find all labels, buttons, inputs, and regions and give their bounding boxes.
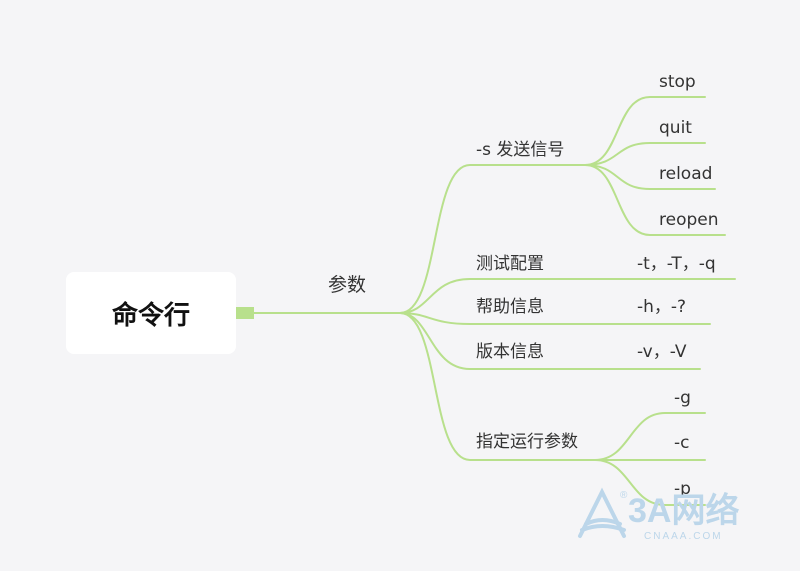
watermark-mark: ® — [620, 490, 628, 501]
connector-quit — [584, 142, 706, 166]
leaf-g[interactable]: -g — [674, 388, 691, 408]
root-joint — [236, 307, 254, 319]
branch-version-info[interactable]: 版本信息 — [476, 342, 544, 362]
leaf-reopen[interactable]: reopen — [659, 210, 719, 230]
connector-stop — [584, 96, 706, 166]
connector-g — [594, 412, 706, 461]
connector-signal — [399, 164, 586, 314]
branch-test-config[interactable]: 测试配置 — [476, 254, 544, 274]
connector-reopen — [584, 164, 726, 236]
watermark-logo: 3A网络 CNAAA.COM ® — [578, 487, 739, 542]
watermark-brand: 3A网络 — [628, 491, 739, 530]
leaf-stop[interactable]: stop — [659, 72, 696, 92]
branch-runtime-params[interactable]: 指定运行参数 — [476, 432, 578, 452]
connector-reload — [584, 164, 716, 190]
leaf-help-flags[interactable]: -h，-? — [637, 297, 687, 317]
branch-signal[interactable]: -s 发送信号 — [476, 140, 565, 160]
connector-p — [594, 459, 706, 506]
root-label: 命令行 — [111, 300, 190, 331]
branch-help-info[interactable]: 帮助信息 — [476, 297, 544, 317]
root-node[interactable]: 命令行 — [66, 272, 236, 354]
params-node[interactable]: 参数 — [328, 274, 367, 296]
leaf-quit[interactable]: quit — [659, 118, 692, 138]
leaf-reload[interactable]: reload — [659, 164, 713, 184]
leaf-test-flags[interactable]: -t，-T，-q — [637, 254, 716, 274]
connector-test — [399, 278, 736, 314]
leaf-p[interactable]: -p — [674, 479, 691, 499]
connector-runtime — [399, 312, 596, 461]
leaf-c[interactable]: -c — [674, 433, 690, 453]
connector-help — [399, 312, 711, 325]
leaf-version-flags[interactable]: -v，-V — [637, 342, 687, 362]
watermark-sub: CNAAA.COM — [644, 531, 723, 542]
